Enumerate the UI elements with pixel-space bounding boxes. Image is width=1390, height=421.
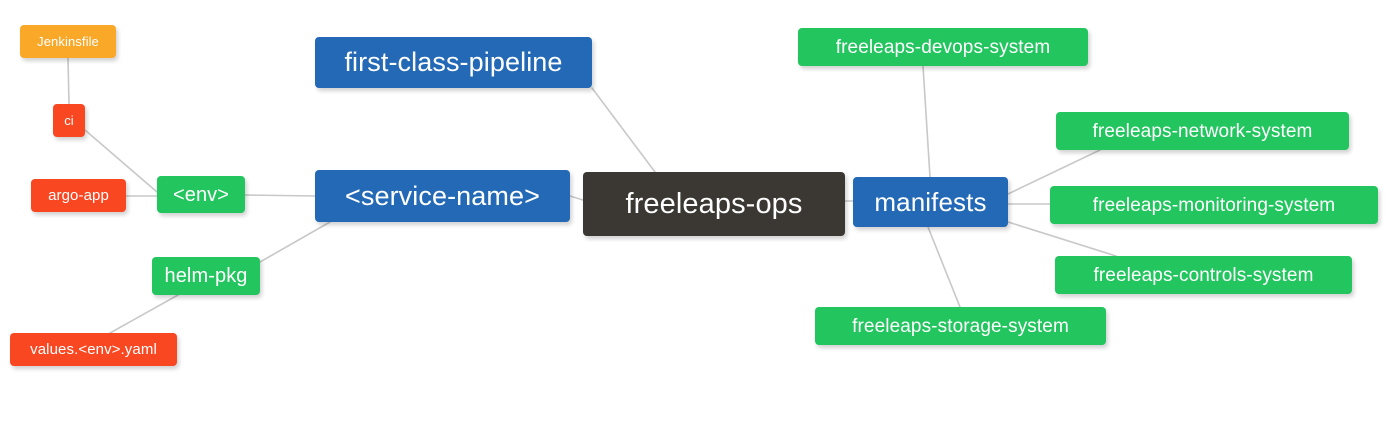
mindmap-edge-manifests-to-freeleaps-storage-system — [927, 226, 961, 308]
mindmap-node-manifests[interactable]: manifests — [853, 177, 1008, 227]
mindmap-edge-manifests-to-freeleaps-devops-system — [922, 65, 931, 178]
mindmap-node-freeleaps-storage-system[interactable]: freeleaps-storage-system — [815, 307, 1106, 345]
mindmap-node-values-env-yaml[interactable]: values.<env>.yaml — [10, 333, 177, 366]
mindmap-edge-jenkinsfile-to-ci — [67, 57, 70, 105]
mindmap-node-env[interactable]: <env> — [157, 176, 245, 213]
mindmap-node-freeleaps-monitoring-system[interactable]: freeleaps-monitoring-system — [1050, 186, 1378, 224]
mindmap-node-freeleaps-devops-system[interactable]: freeleaps-devops-system — [798, 28, 1088, 66]
mindmap-node-argo-app[interactable]: argo-app — [31, 179, 126, 212]
mindmap-node-service-name[interactable]: <service-name> — [315, 170, 570, 222]
mindmap-node-freeleaps-ops[interactable]: freeleaps-ops — [583, 172, 845, 236]
mindmap-edge-env-to-service-name — [244, 194, 316, 197]
mindmap-edge-first-class-pipeline-to-freeleaps-ops — [591, 87, 656, 173]
mindmap-node-helm-pkg[interactable]: helm-pkg — [152, 257, 260, 295]
mindmap-node-freeleaps-network-system[interactable]: freeleaps-network-system — [1056, 112, 1349, 150]
mindmap-edge-manifests-to-freeleaps-controls-system — [1007, 221, 1117, 257]
mindmap-node-freeleaps-controls-system[interactable]: freeleaps-controls-system — [1055, 256, 1352, 294]
mindmap-node-ci[interactable]: ci — [53, 104, 85, 137]
mindmap-edge-service-name-to-helm-pkg — [259, 221, 331, 263]
mindmap-edge-helm-pkg-to-values-env-yaml — [109, 294, 179, 334]
mindmap-node-jenkinsfile[interactable]: Jenkinsfile — [20, 25, 116, 58]
mindmap-node-first-class-pipeline[interactable]: first-class-pipeline — [315, 37, 592, 88]
mindmap-edge-service-name-to-freeleaps-ops — [569, 195, 584, 201]
